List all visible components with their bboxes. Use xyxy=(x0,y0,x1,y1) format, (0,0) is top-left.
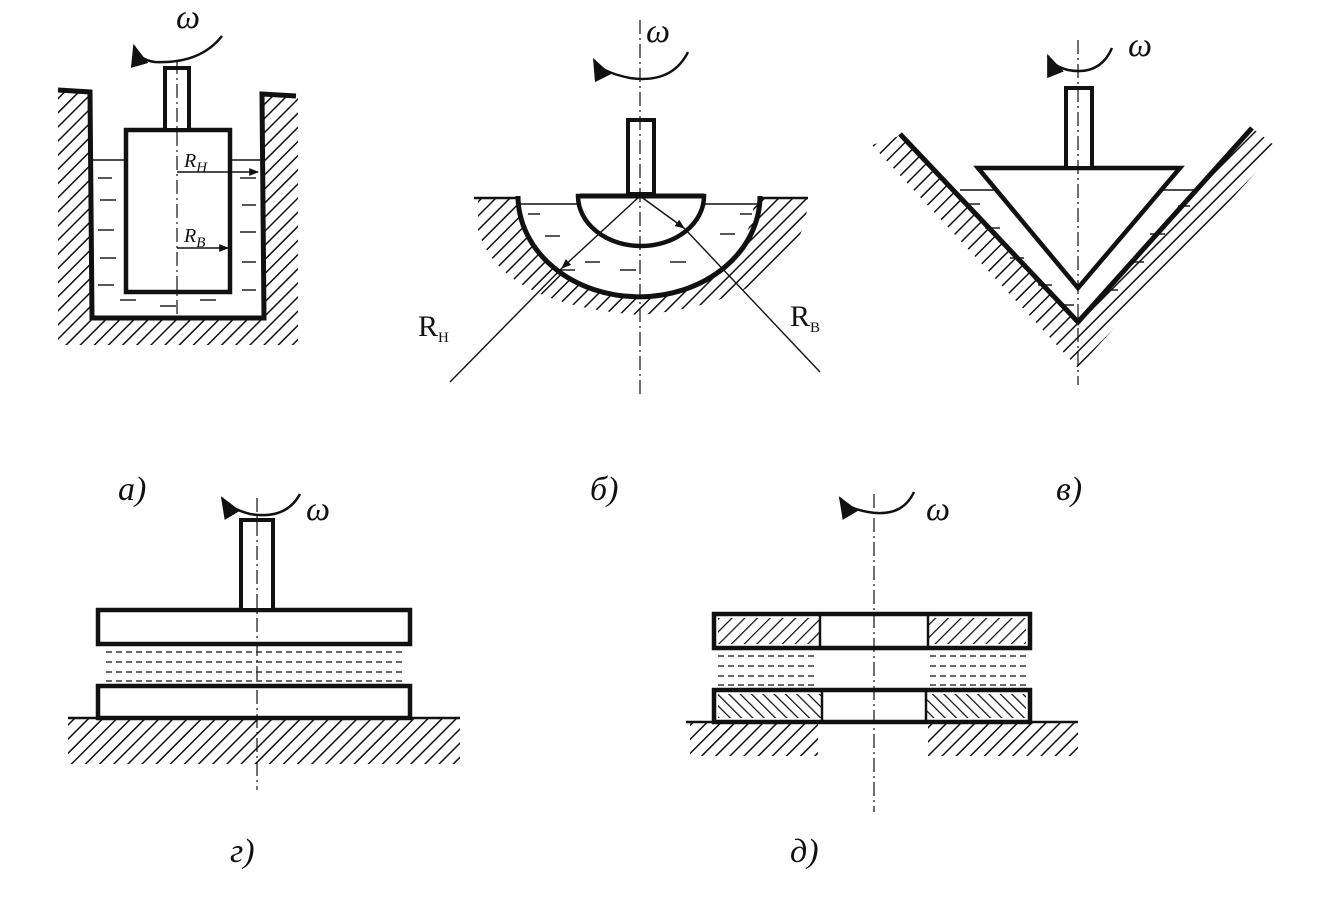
omega-label-g: ω xyxy=(306,491,330,528)
base-hatch-left-d xyxy=(690,722,818,756)
upper-disk-g xyxy=(95,607,413,647)
figure-d: ω д) xyxy=(686,491,1078,870)
omega-label-d: ω xyxy=(926,491,950,528)
inner-hemisphere xyxy=(575,193,707,249)
bowl-contour xyxy=(515,195,763,300)
upper-ring-right-hatch xyxy=(928,618,1026,644)
vessel-wall-hatch xyxy=(58,92,298,345)
base-hatch-g xyxy=(68,718,460,764)
rotation-arrow-d xyxy=(838,491,916,520)
rotation-arrow-a xyxy=(130,35,223,68)
rotor-shaft-b xyxy=(626,118,656,196)
base-hatch-right-d xyxy=(928,722,1078,756)
rotor-cylinder xyxy=(123,127,233,295)
fluid-dashes-c xyxy=(966,203,1190,306)
bowl-hatch xyxy=(478,198,808,315)
lower-ring-right-hatch xyxy=(926,694,1026,718)
caption-g: г) xyxy=(230,833,255,870)
figure-b: RН RВ ω б) xyxy=(418,13,821,508)
fluid-layer-g xyxy=(106,651,402,682)
caption-d: д) xyxy=(790,833,819,870)
caption-a: а) xyxy=(118,471,146,508)
r-inner-leader-b xyxy=(683,227,821,373)
vessel-inner-contour xyxy=(57,87,297,321)
omega-label-a: ω xyxy=(176,0,200,36)
r-inner-label-b: RВ xyxy=(790,300,820,336)
caption-b: б) xyxy=(590,471,618,508)
omega-label-b: ω xyxy=(646,13,670,50)
r-outer-arrow-b xyxy=(561,195,641,269)
upper-ring-left-hatch xyxy=(718,618,820,644)
lower-disk-g xyxy=(95,683,413,721)
fluid-layer-d xyxy=(718,655,1026,686)
figure-c: ω в) xyxy=(872,27,1278,508)
r-outer-label-b: RН xyxy=(418,310,449,346)
caption-c: в) xyxy=(1056,471,1082,508)
rotation-arrow-c xyxy=(1046,47,1114,79)
omega-label-c: ω xyxy=(1128,27,1152,64)
figure-a: RН RВ ω а) xyxy=(57,0,298,508)
rotor-shaft-c xyxy=(1064,86,1094,170)
lower-ring-left-hatch xyxy=(718,694,822,718)
figure-g: ω г) xyxy=(68,491,460,870)
fluid-dashes-b xyxy=(528,213,752,271)
r-inner-arrow-b xyxy=(639,195,685,229)
r-outer-leader-b xyxy=(449,267,563,383)
fluid-dashes-a xyxy=(92,159,262,307)
r-inner-label-a: RВ xyxy=(183,225,205,251)
rotation-arrow-b xyxy=(592,51,690,83)
r-outer-label-a: RН xyxy=(183,150,208,176)
rotation-arrow-g xyxy=(220,493,302,520)
